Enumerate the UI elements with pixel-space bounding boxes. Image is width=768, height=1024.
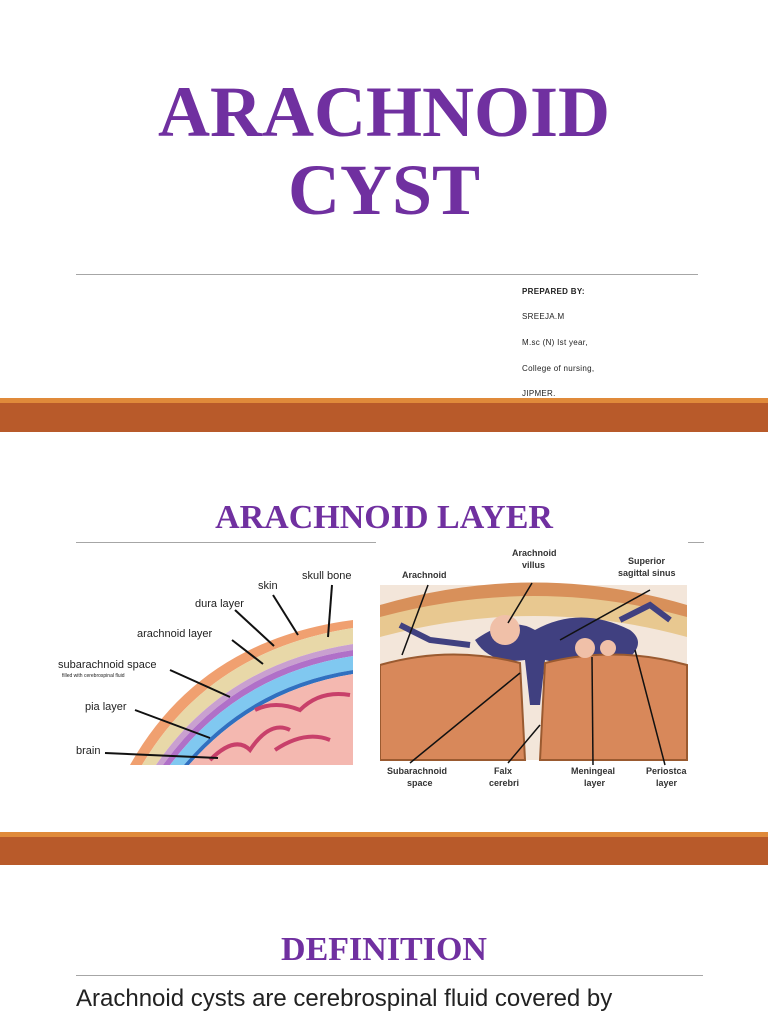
label-arachnoid-villus-2: villus	[522, 560, 546, 570]
label-subarachnoid-2: space	[407, 778, 433, 788]
slide-title-line1: ARACHNOID	[157, 72, 610, 152]
slide2-divider-right	[688, 542, 704, 543]
label-skull-bone: skull bone	[302, 570, 352, 582]
band-main	[0, 403, 768, 432]
label-meningeal-1: Meningeal	[571, 766, 616, 776]
label-dura-layer: dura layer	[195, 598, 244, 610]
label-subarachnoid-space: subarachnoid space	[58, 659, 157, 671]
label-subarachnoid-1: Subarachnoid	[387, 766, 448, 776]
label-skin: skin	[258, 580, 278, 592]
band2-main	[0, 837, 768, 865]
slide3-title: DEFINITION	[281, 931, 487, 968]
label-brain: brain	[76, 745, 101, 757]
slide-title-line2: CYST	[287, 150, 481, 230]
label-superior-1: Superior	[628, 556, 666, 566]
label-subarachnoid-note: filled with cerebrospinal fluid	[62, 673, 125, 679]
label-pia-layer: pia layer	[85, 701, 127, 713]
label-arachnoid-layer: arachnoid layer	[137, 628, 213, 640]
band2-highlight	[0, 832, 768, 837]
slide2-divider-left	[76, 542, 376, 543]
author-course: M.sc (N) Ist year,	[522, 338, 588, 347]
slide3-divider	[76, 975, 703, 976]
author-institute: JIPMER.	[522, 389, 556, 398]
author-college: College of nursing,	[522, 364, 595, 373]
meninges-layers-image	[104, 584, 353, 765]
prepared-by-label: PREPARED BY:	[522, 287, 585, 296]
slide2-title: ARACHNOID LAYER	[215, 499, 553, 536]
title-divider	[76, 274, 698, 275]
sagittal-sinus-image	[380, 582, 688, 766]
definition-body: Arachnoid cysts are cerebrospinal fluid …	[76, 985, 613, 1012]
label-periosteal-2: layer	[656, 778, 678, 788]
label-falx-1: Falx	[494, 766, 513, 776]
author-name: SREEJA.M	[522, 312, 565, 321]
label-meningeal-2: layer	[584, 778, 606, 788]
label-arachnoid: Arachnoid	[402, 570, 447, 580]
label-superior-2: sagittal sinus	[618, 568, 676, 578]
band-highlight	[0, 398, 768, 403]
label-falx-2: cerebri	[489, 778, 520, 788]
label-periosteal-1: Periostca	[646, 766, 687, 776]
label-arachnoid-villus-1: Arachnoid	[512, 548, 557, 558]
